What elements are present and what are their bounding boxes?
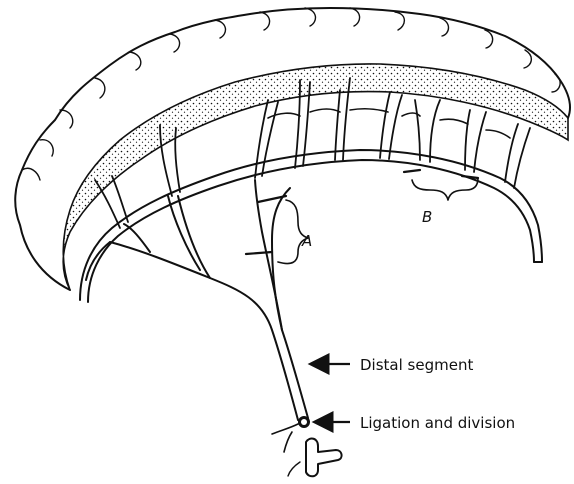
bracket-b (412, 178, 478, 200)
ligation-label: Ligation and division (360, 414, 515, 432)
marginal-artery-inner (88, 160, 534, 302)
bracket-a-label: A (301, 232, 312, 250)
bowel-outer-contour (15, 8, 570, 290)
marginal-artery-outer (80, 150, 542, 300)
mesenteric-trunk (86, 180, 308, 420)
secondary-arcades (268, 109, 510, 138)
bracket-b-label: B (422, 208, 432, 226)
distal-segment-label: Distal segment (360, 356, 473, 374)
ligature-marks (246, 170, 478, 254)
bowel-mesenteric-border (63, 64, 568, 290)
ligation-site (272, 416, 342, 476)
